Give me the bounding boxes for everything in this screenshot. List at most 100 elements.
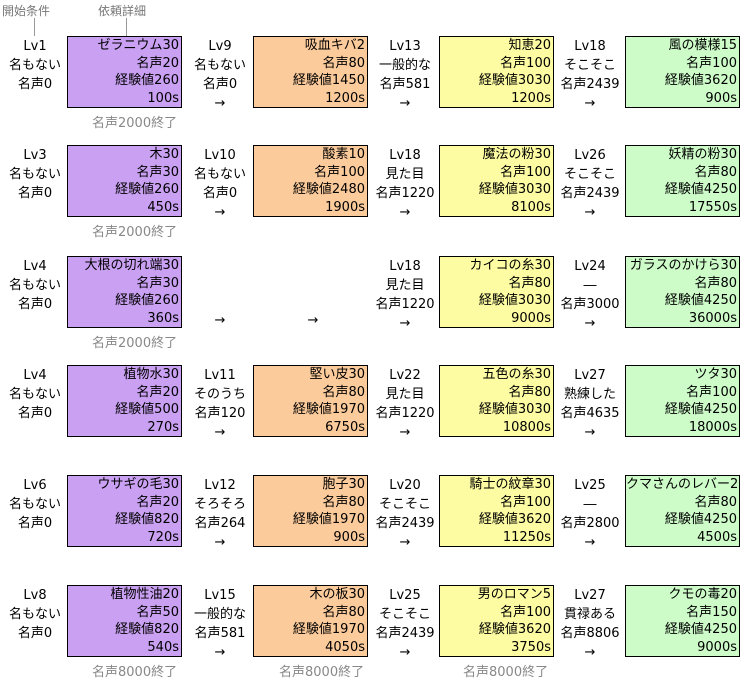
level-label: Lv18 — [574, 39, 606, 54]
exp-reward: 経験値4250 — [664, 182, 737, 197]
fame-label: 名声0 — [202, 77, 238, 92]
duration: 270s — [147, 419, 179, 435]
arrow-right: → — [399, 96, 411, 111]
level-label: Lv18 — [389, 148, 421, 163]
start-condition: Lv4 名もない名声0 — [5, 366, 65, 423]
item-name: ツタ30 — [694, 367, 737, 382]
duration: 900s — [705, 90, 737, 106]
title-label: 見た目 — [385, 278, 425, 293]
exp-reward: 経験値4250 — [664, 402, 737, 417]
duration: 8100s — [511, 199, 551, 215]
level-label: Lv25 — [389, 588, 421, 603]
duration: 18000s — [688, 419, 737, 435]
duration: 720s — [147, 529, 179, 545]
fame-reward: 名声100 — [500, 494, 551, 510]
fame-reward: 名声100 — [314, 164, 365, 180]
item-name: 風の模様15 — [668, 38, 737, 53]
fame-label: 名声581 — [379, 77, 431, 92]
item-name: 植物性油20 — [110, 587, 179, 602]
end-condition-note: 名声8000終了 — [92, 665, 178, 680]
arrow-right: → — [399, 645, 411, 660]
header-request-detail: 依頼詳細 — [98, 4, 147, 18]
fame-label: 名声0 — [17, 186, 53, 201]
duration: 4050s — [325, 639, 365, 655]
level-label: Lv4 — [23, 368, 47, 383]
duration: 11250s — [502, 529, 551, 545]
title-label: 名もない — [8, 607, 61, 622]
exp-reward: 経験値260 — [115, 293, 179, 308]
title-label: そこそこ — [563, 58, 616, 73]
level-label: Lv8 — [23, 588, 47, 603]
arrow-right: → — [399, 316, 411, 331]
level-label: Lv13 — [389, 39, 421, 54]
item-name: 魔法の粉30 — [482, 147, 551, 162]
title-label: 名もない — [8, 497, 61, 512]
title-label: そろそろ — [193, 497, 246, 512]
header-start-condition: 開始条件 — [2, 4, 51, 18]
level-label: Lv24 — [574, 259, 606, 274]
fame-label: 名声0 — [17, 406, 53, 421]
fame-reward: 名声20 — [136, 55, 179, 71]
title-label: 一般的な — [193, 607, 246, 622]
arrow-right: → — [399, 425, 411, 440]
title-label: 貫禄ある — [563, 607, 616, 622]
level-label: Lv18 — [389, 259, 421, 274]
arrow-right: → — [214, 205, 226, 220]
item-name: カイコの糸30 — [469, 258, 551, 273]
duration: 10800s — [502, 419, 551, 435]
fame-reward: 名声20 — [136, 384, 179, 400]
start-condition: Lv25―名声2800→ — [560, 476, 620, 552]
title-label: 名もない — [8, 58, 61, 73]
level-label: Lv11 — [204, 368, 236, 383]
level-label: Lv20 — [389, 478, 421, 493]
duration: 36000s — [688, 310, 737, 326]
end-condition-note: 名声8000終了 — [279, 665, 365, 680]
fame-reward: 名声20 — [136, 494, 179, 510]
item-name: 酸素10 — [322, 147, 365, 162]
arrow-right: → — [214, 645, 226, 660]
title-label: そこそこ — [378, 607, 431, 622]
start-condition: Lv24―名声3000→ — [560, 257, 620, 333]
item-name: クモの毒20 — [668, 587, 737, 602]
fame-label: 名声2439 — [375, 516, 435, 531]
arrow-right: → — [214, 535, 226, 550]
title-label: そこそこ — [378, 497, 431, 512]
fame-label: 名声2439 — [560, 77, 620, 92]
item-name: 木の板30 — [309, 587, 365, 602]
level-label: Lv22 — [389, 368, 421, 383]
item-name: 植物水30 — [123, 367, 179, 382]
duration: 1200s — [511, 90, 551, 106]
title-label: 名もない — [8, 387, 61, 402]
